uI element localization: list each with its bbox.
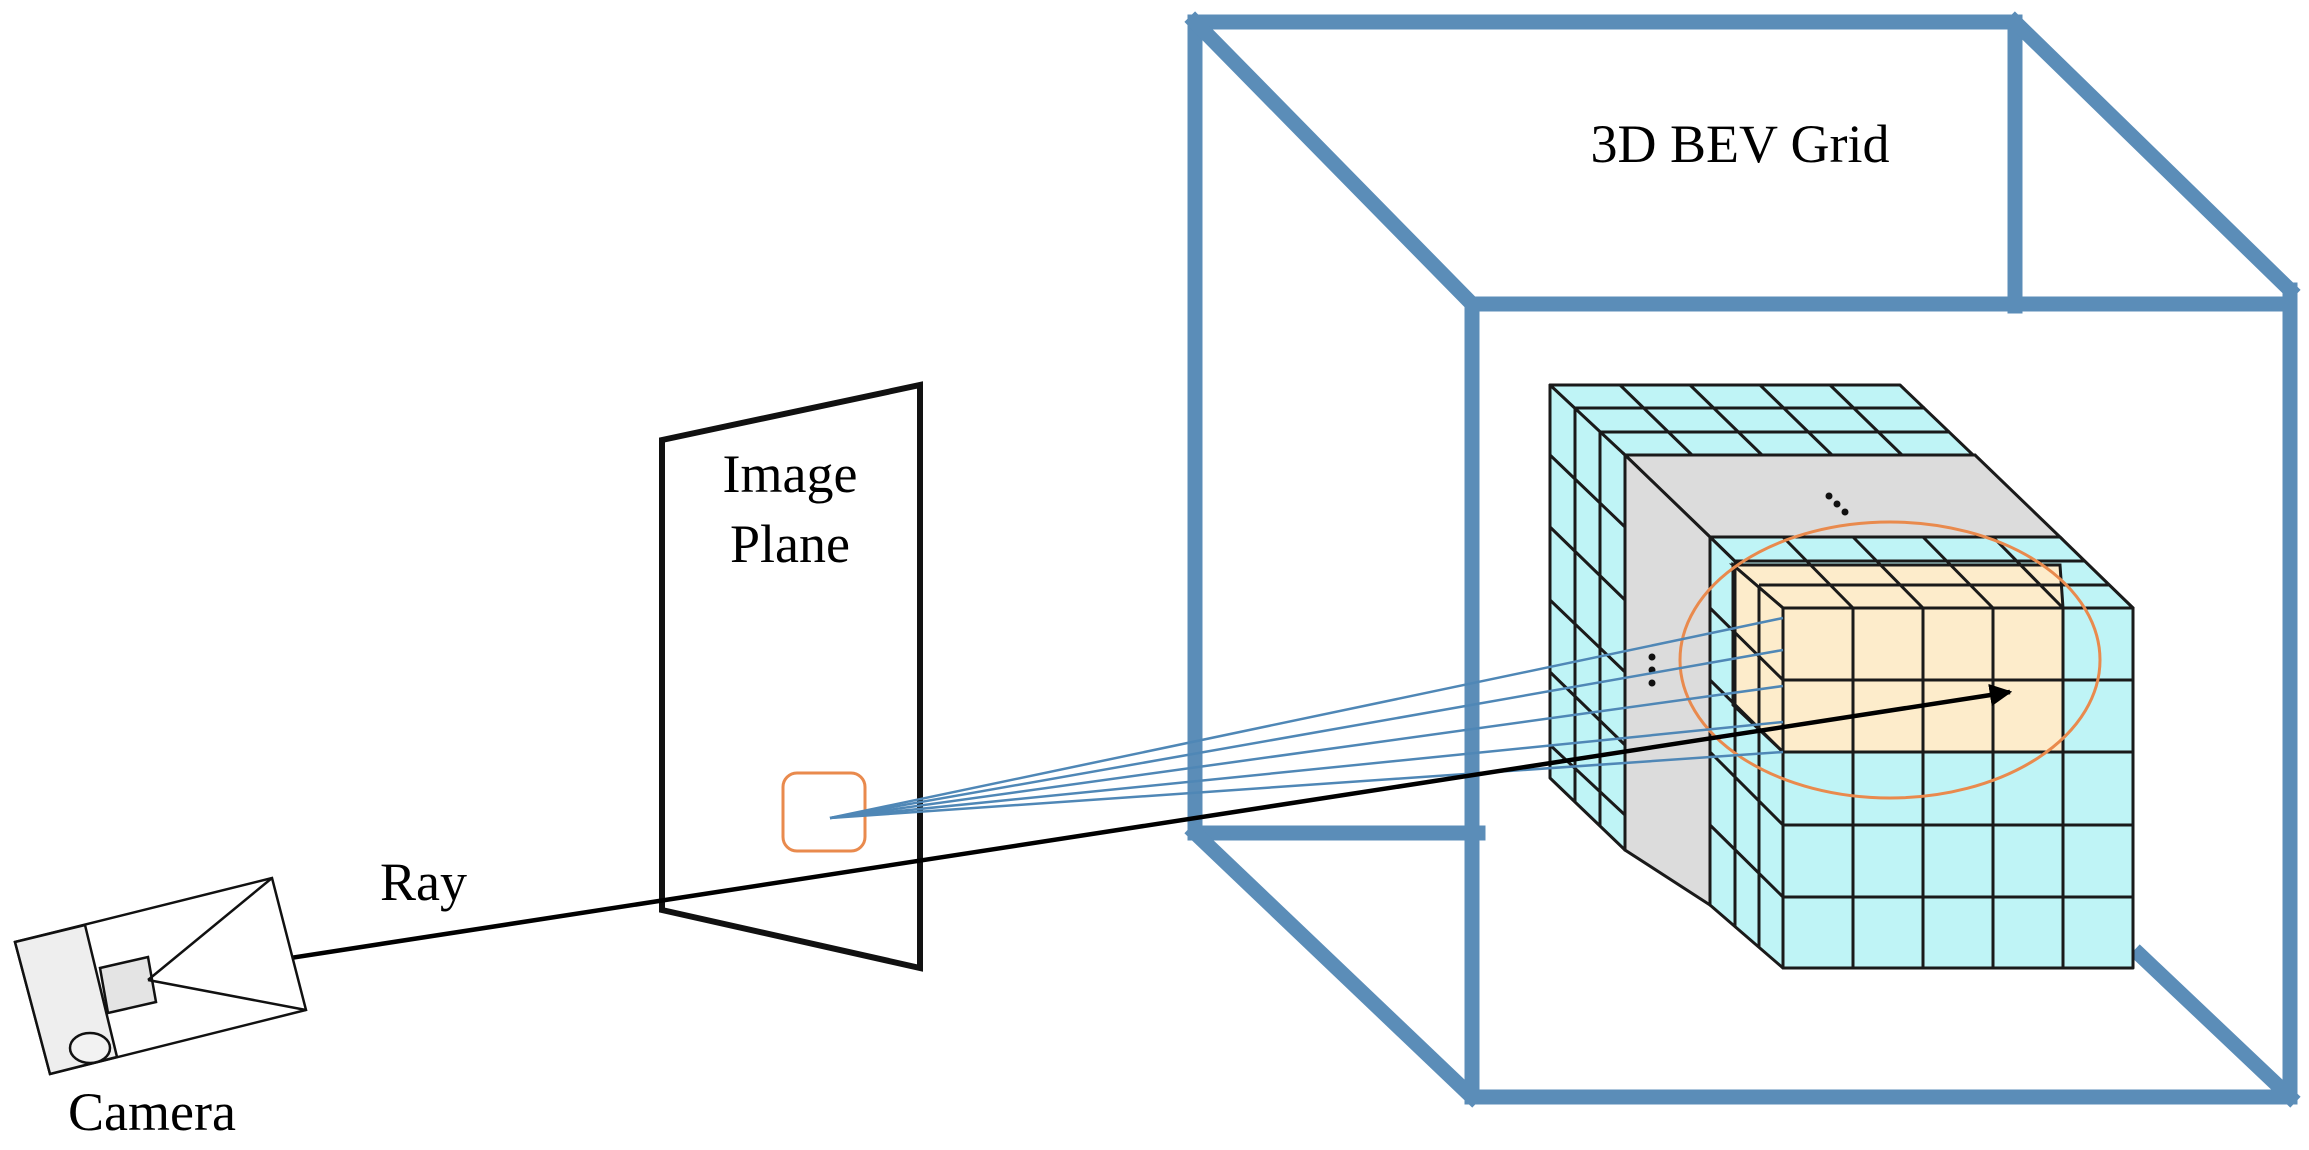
image-plane-label-line1: Image xyxy=(723,444,858,504)
image-plane-label-line2: Plane xyxy=(730,514,850,574)
top-grid-lines xyxy=(1575,383,2109,610)
voxel-grid xyxy=(1548,383,2135,970)
bev-box-front xyxy=(1464,282,2298,1105)
ray-label: Ray xyxy=(380,852,467,912)
camera-icon xyxy=(13,876,308,1076)
focus-ellipse xyxy=(1678,520,2102,800)
bev-grid-label: 3D BEV Grid xyxy=(1590,114,1889,174)
camera-ray xyxy=(147,683,2013,983)
front-face-grid-lines xyxy=(1783,608,2133,968)
back-left-grid-lines xyxy=(1548,408,1627,826)
camera-label: Camera xyxy=(68,1082,236,1142)
image-plane xyxy=(659,381,923,972)
bev-box-back xyxy=(1184,11,2301,1108)
left-face-grid-lines xyxy=(1708,561,1785,948)
projection-lines xyxy=(829,616,1784,820)
